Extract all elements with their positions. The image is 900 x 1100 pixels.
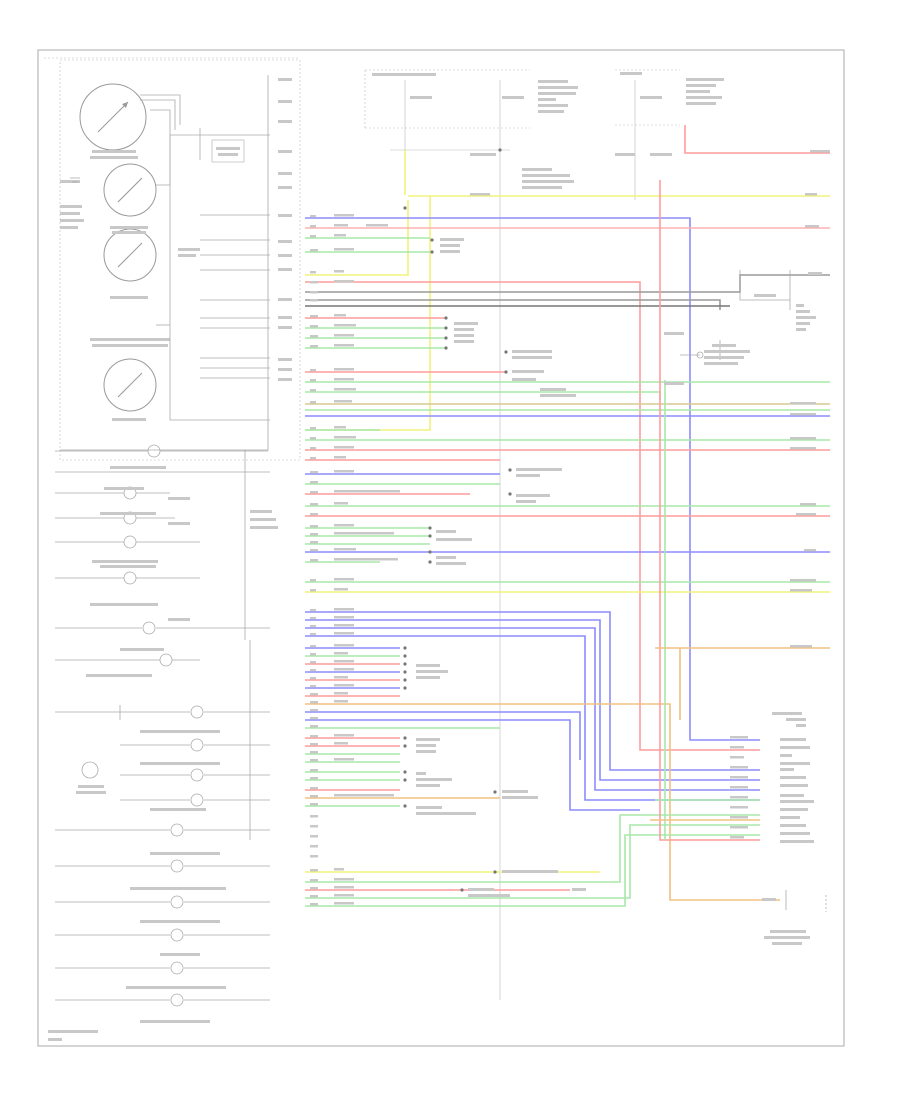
wire-code-labels: [334, 150, 830, 905]
harness-pin-numbers: [310, 215, 318, 906]
gauge-tachometer: [103, 163, 157, 217]
gauge-captions: [60, 150, 170, 421]
fuse-block-top: [364, 69, 680, 1000]
indicator-lamp-captions: [48, 466, 278, 1041]
gauge-temperature: [103, 228, 157, 282]
diagram-frame: [37, 49, 845, 1047]
wire-gray-bus: [305, 274, 830, 293]
cluster-boundary: [59, 59, 301, 461]
wire-orange-1: [305, 703, 780, 901]
gauge-speedometer: [79, 83, 147, 151]
cluster-module-box: [211, 139, 245, 163]
splice-points: [403, 148, 512, 892]
right-components: [680, 270, 827, 912]
right-component-labels: [664, 272, 822, 945]
indicator-lamps: [55, 444, 270, 1007]
instrument-cluster: [59, 59, 301, 461]
fuse-labels: [372, 72, 724, 189]
destination-callouts: [416, 238, 586, 897]
gauge-fuel: [103, 358, 157, 412]
wire-harness: [305, 125, 830, 907]
wire-blue-1: [305, 217, 760, 741]
cluster-connector-pins: [278, 78, 292, 381]
cluster-internal-wiring: [60, 75, 270, 451]
wire-red-fuse-feed: [684, 125, 830, 154]
